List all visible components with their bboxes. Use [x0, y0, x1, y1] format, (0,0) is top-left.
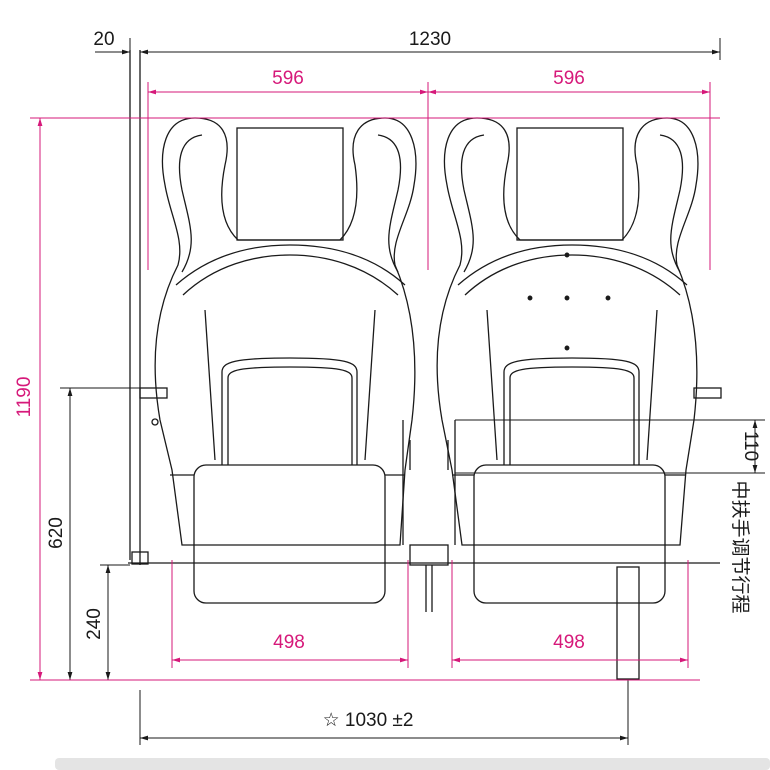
dim-armrest-height: 620: [46, 517, 67, 549]
dim-seat-width-right: 596: [553, 68, 585, 89]
dim-rail-span: ☆ 1030 ±2: [323, 710, 414, 731]
dim-wall-offset: 20: [93, 29, 114, 50]
armrest-travel-label: 中扶手调节行程: [729, 480, 751, 613]
right-seat: [436, 117, 699, 604]
dim-cushion-width-left: 498: [273, 632, 305, 653]
dim-overall-width: 1230: [409, 29, 451, 50]
seat-outline: [128, 50, 722, 680]
left-seat: [154, 117, 417, 604]
dim-seat-width-left: 596: [272, 68, 304, 89]
black-dimensions: [60, 38, 765, 745]
bottom-scrollbar[interactable]: [55, 758, 770, 770]
dim-cushion-width-right: 498: [553, 632, 585, 653]
pink-dimensions: [30, 82, 720, 681]
dim-armrest-adjust: 110: [740, 431, 761, 461]
middle-armrest: [402, 420, 456, 612]
dim-base-height: 240: [84, 608, 105, 640]
dim-overall-height: 1190: [14, 377, 35, 418]
